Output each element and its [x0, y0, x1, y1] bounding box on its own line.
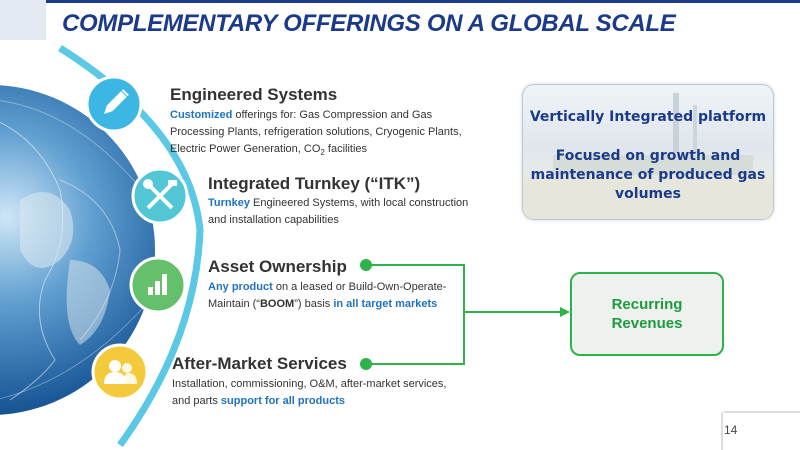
desc-integrated-turnkey: Turnkey Engineered Systems, with local c… — [208, 197, 469, 226]
connector-lines — [360, 259, 570, 370]
users-icon — [104, 360, 137, 384]
desc-asset-ownership: Any product on a leased or Build-Own-Ope… — [208, 281, 447, 310]
desc-after-market-services: Installation, commissioning, O&M, after-… — [172, 378, 447, 407]
page-number: 14 — [724, 423, 738, 437]
globe-graphic — [0, 85, 155, 415]
corner-block — [0, 0, 46, 40]
bar-chart-icon — [148, 274, 167, 295]
page-title: COMPLEMENTARY OFFERINGS ON A GLOBAL SCAL… — [62, 10, 676, 37]
recurring-revenues-box: Recurring Revenues — [570, 272, 724, 356]
circle-aftermarket — [91, 343, 149, 401]
heading-asset-ownership: Asset Ownership — [208, 257, 347, 276]
heading-engineered-systems: Engineered Systems — [170, 85, 338, 104]
heading-integrated-turnkey: Integrated Turnkey (“ITK”) — [208, 174, 421, 193]
desc-engineered-systems: Customized offerings for: Gas Compressio… — [170, 109, 462, 158]
vertical-line2: Focused on growth and maintenance of pro… — [530, 148, 766, 202]
vertical-integration-box: Vertically Integrated platform Focused o… — [522, 84, 774, 220]
tools-icon — [143, 179, 177, 210]
top-rule — [0, 0, 800, 3]
heading-after-market-services: After-Market Services — [172, 354, 347, 373]
vertical-line1: Vertically Integrated platform — [529, 109, 767, 125]
plant-photo-graphic — [523, 93, 773, 219]
pencil-icon — [104, 89, 129, 114]
